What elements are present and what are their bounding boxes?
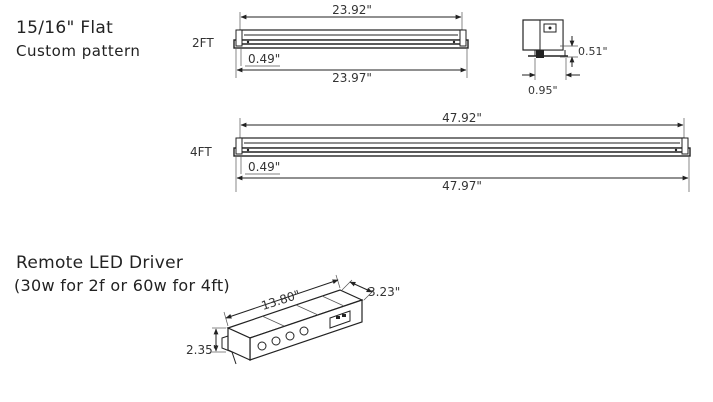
profile-height: 0.51" [578, 45, 608, 58]
profile-drawing: 0.51" 0.95" [522, 19, 608, 97]
fixture-2ft-lip: 0.49" [248, 52, 280, 66]
fixture-4ft-top-length: 47.92" [442, 111, 482, 125]
fixture-2ft-drawing: 2FT 23.92" 0.49" 23.97" [192, 3, 469, 85]
fixture-4ft-lip: 0.49" [248, 160, 280, 174]
fixture-2ft-bottom-length: 23.97" [332, 71, 372, 85]
fixture-4ft-drawing: 4FT 47.92" 0.49" 47.97" [190, 111, 691, 193]
driver-depth: 3.23" [368, 285, 400, 299]
driver-drawing: 13.80" 3.23" 2.35" [186, 274, 400, 365]
fixture-2ft-top-length: 23.92" [332, 3, 372, 17]
fixture-4ft-bottom-length: 47.97" [442, 179, 482, 193]
driver-title: Remote LED Driver [16, 253, 184, 273]
product-title: 15/16" Flat [16, 18, 114, 38]
fixture-4ft-label: 4FT [190, 145, 212, 159]
profile-width: 0.95" [528, 84, 558, 97]
driver-note: (30w for 2f or 60w for 4ft) [14, 276, 230, 295]
fixture-2ft-label: 2FT [192, 36, 214, 50]
product-subtitle: Custom pattern [16, 42, 141, 60]
driver-height: 2.35" [186, 343, 218, 357]
